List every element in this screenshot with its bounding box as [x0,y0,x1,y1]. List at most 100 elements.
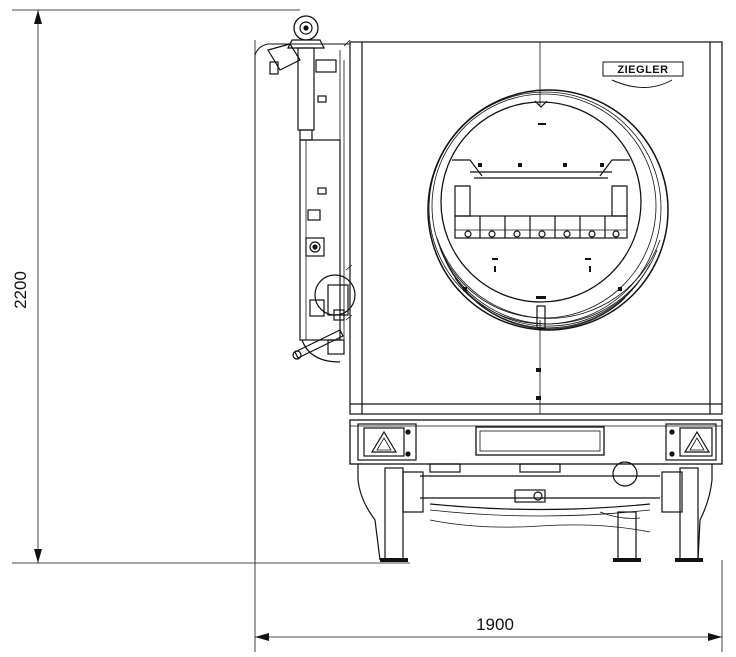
height-dimension: 2200 [11,9,410,564]
ladder-bolt [317,187,327,195]
spare-wheel [612,461,638,487]
hinge-slot [269,61,279,75]
compartment-row [454,215,628,239]
arm-joint [299,129,313,141]
door-latch [536,305,546,329]
compartment-knob [588,230,596,238]
door-bolt [463,287,467,291]
compartment-knob [612,230,620,238]
light-bolt [405,429,411,435]
control-knob [309,241,321,253]
left-fender [357,464,381,561]
control-knob-center [312,244,318,250]
lever-grip [292,350,302,360]
winch-bracket [309,299,325,317]
light-bolt [669,429,675,435]
side-mechanism [267,15,356,363]
ladder-tick [345,264,353,321]
height-arrow-bottom [34,549,42,563]
ladder-edge [343,39,351,340]
body-box [349,41,723,415]
height-label: 2200 [11,271,30,309]
door-bracket-right [611,185,628,217]
door-lower-arc [439,247,658,325]
door-lower-arc [469,295,626,330]
ladder-bottom-curve [301,339,341,363]
right-foot [675,558,703,562]
compartment-knob [563,230,571,238]
width-arrow-right [708,633,722,641]
tail-light-right-inner [679,427,713,457]
door-mark [536,296,546,299]
door-outer-ring [427,89,669,331]
width-arrow-left [255,633,269,641]
width-dimension: 1900 [254,40,723,652]
door-mark [538,123,546,125]
door-brace-right [599,159,630,177]
door-bolt [563,163,567,167]
door-brace-left [452,159,483,177]
round-door [427,89,669,331]
body-mark [536,396,541,400]
compartment-knob [464,230,472,238]
light-bolt [669,451,675,457]
door-bolt [600,163,604,167]
left-leg [384,467,404,561]
winch-housing [327,284,349,316]
axle-hub [533,491,543,501]
compartment-knob [488,230,496,238]
center-leg [617,511,637,561]
pulley-axle [303,25,309,31]
door-mark [492,258,498,260]
arm-bolt [317,95,327,103]
axle-curve [429,503,651,511]
pulley-bracket [287,39,325,49]
tail-light-right [665,423,717,461]
center-foot [613,558,641,562]
vehicle-body [254,41,723,560]
axle-center-block [514,489,546,503]
left-bracket [402,471,424,513]
reflector-triangle-right [683,430,711,453]
axle-mount [519,463,561,473]
reflector-triangle-left-inner [376,437,392,451]
arm-clamp [315,59,337,73]
ladder-step [307,209,321,221]
pulley-hub [299,21,313,35]
right-bracket [661,471,683,513]
axle-mount [429,463,461,473]
door-mark [589,266,591,272]
axle-curve-lower [429,509,651,517]
door-mark [585,258,591,260]
license-plate-inner [479,430,601,452]
width-label: 1900 [476,615,514,634]
right-leg [679,467,699,561]
compartment-knob [538,230,546,238]
cable-line [429,519,651,533]
logo-frame [602,61,684,77]
door-mark [494,266,496,272]
logo-swoosh [611,79,673,88]
light-bolt [405,451,411,457]
control-box [305,237,325,257]
hinge-plate [267,43,301,71]
logo-text: ZIEGLER [617,64,668,76]
door-top-notch [534,100,548,108]
compartment-knob [513,230,521,238]
reflector-triangle-right-inner [689,437,705,451]
axle-beam [420,475,660,499]
reflector-triangle-left [370,430,398,453]
door-bolt [518,163,522,167]
tail-light-left [357,423,417,461]
rear-light-bar [349,419,723,465]
brand-logo: ZIEGLER [602,61,684,88]
door-bolt [618,287,622,291]
cable-line [599,511,641,519]
undercarriage [357,461,713,562]
height-arrow-top [34,10,42,24]
winch-drum [314,274,356,316]
right-fender [697,464,713,561]
door-lower-arc [436,237,661,319]
